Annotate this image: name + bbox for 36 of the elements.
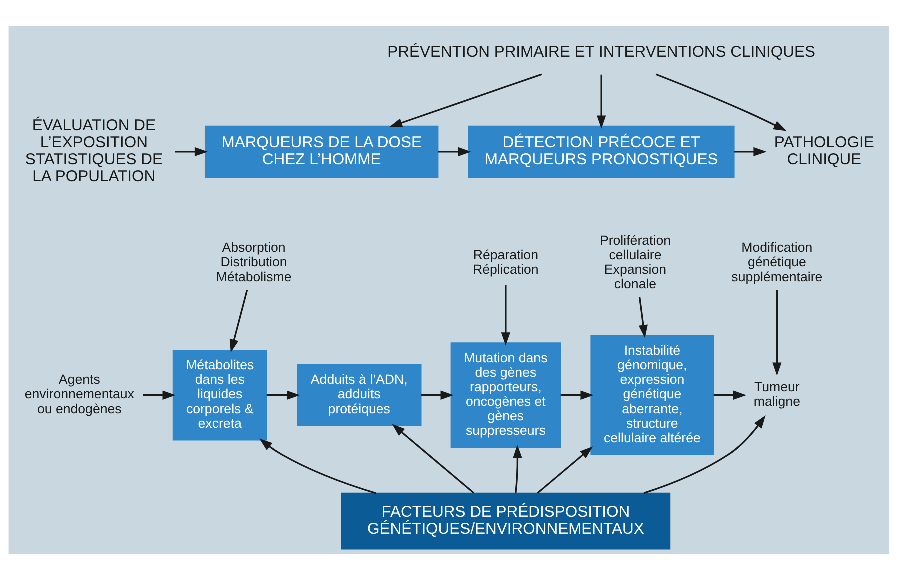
node-text: Modification génétique supplémentaire bbox=[732, 240, 823, 284]
arrow bbox=[513, 444, 522, 493]
node-text: Absorption Distribution Métabolisme bbox=[216, 240, 292, 284]
arrow bbox=[438, 146, 472, 156]
arrow bbox=[392, 424, 474, 494]
arrow bbox=[734, 146, 767, 156]
node-text: PATHOLOGIE CLINIQUE bbox=[774, 134, 874, 168]
arrow bbox=[389, 73, 542, 127]
arrow bbox=[537, 446, 594, 494]
node-text: Prolifération cellulaire Expansion clonale bbox=[600, 232, 672, 292]
node-text: Agents environnementaux ou endogènes bbox=[24, 372, 134, 416]
node-box: Adduits à l’ADN, adduits protéiques bbox=[297, 364, 422, 426]
node-box: DÉTECTION PRÉCOCE ET MARQUEURS PRONOSTIQUES bbox=[468, 125, 735, 178]
node-text: Tumeur maligne bbox=[754, 378, 800, 409]
arrow bbox=[230, 289, 248, 352]
arrow bbox=[638, 296, 648, 338]
arrow bbox=[501, 284, 510, 346]
arrow bbox=[656, 73, 787, 131]
node-box: FACTEURS DE PRÉDISPOSITION GÉNÉTIQUES/ENVIRONNEMENTAUX bbox=[341, 492, 671, 550]
arrow bbox=[644, 415, 766, 494]
node-text: Réparation Réplication bbox=[472, 246, 539, 277]
arrow bbox=[597, 74, 606, 128]
node-box: Métabolites dans les liquides corporels & excreta bbox=[172, 349, 268, 440]
arrow bbox=[714, 390, 747, 400]
arrow bbox=[560, 390, 594, 400]
arrow bbox=[266, 390, 300, 400]
arrow bbox=[772, 290, 782, 376]
arrow bbox=[260, 438, 376, 494]
node-box: MARQUEURS DE LA DOSE CHEZ L’HOMME bbox=[204, 125, 439, 178]
node-box: Mutation dans des gènes rapporteurs, oncogènes et gènes suppresseurs bbox=[450, 342, 562, 448]
arrow bbox=[175, 146, 208, 156]
node-box: Instabilité génomique, expression génétique aberrante, structure cellulaire altérée bbox=[590, 334, 714, 455]
arrow bbox=[421, 390, 454, 400]
arrow bbox=[143, 390, 176, 400]
node-text: PRÉVENTION PRIMAIRE ET INTERVENTIONS CLINIQUES bbox=[388, 43, 816, 60]
node-text: ÉVALUATION DE L’EXPOSITION STATISTIQUES DE LA POPULATION bbox=[25, 117, 163, 185]
